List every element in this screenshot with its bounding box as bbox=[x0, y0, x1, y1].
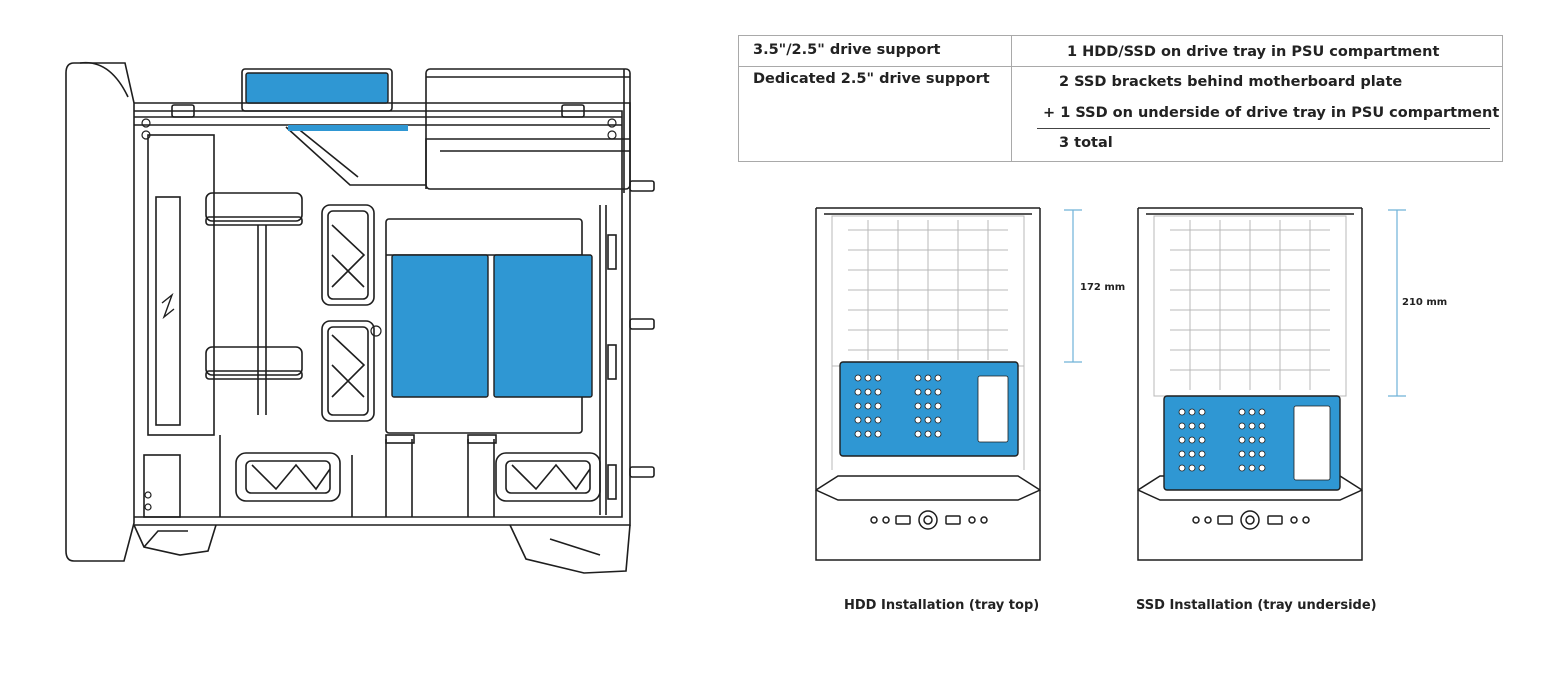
ssd-dimension-line bbox=[1388, 209, 1406, 397]
row-value-ssd-brackets: 2 SSD brackets behind motherboard plate bbox=[1059, 74, 1403, 90]
total-sum-line bbox=[1037, 128, 1490, 129]
pc-case-side-view-icon bbox=[65, 61, 655, 574]
row-label-drive-support: 3.5"/2.5" drive support bbox=[753, 42, 941, 58]
hdd-caption: HDD Installation (tray top) bbox=[844, 598, 1040, 613]
row-value-ssd-underside: + 1 SSD on underside of drive tray in PS… bbox=[1043, 105, 1500, 121]
pc-case-front-ssd-tray-icon bbox=[1137, 207, 1363, 561]
drive-support-table: 3.5"/2.5" drive support 1 HDD/SSD on dri… bbox=[738, 35, 1503, 162]
ssd-caption: SSD Installation (tray underside) bbox=[1136, 598, 1377, 613]
hdd-dimension-line bbox=[1064, 209, 1082, 363]
row-value-total: 3 total bbox=[1059, 135, 1113, 151]
ssd-dimension-label: 210 mm bbox=[1402, 297, 1448, 308]
pc-case-front-hdd-tray-icon bbox=[815, 207, 1041, 561]
row-label-dedicated-support: Dedicated 2.5" drive support bbox=[753, 71, 990, 87]
hdd-dimension-label: 172 mm bbox=[1080, 282, 1126, 293]
table-column-divider bbox=[1011, 36, 1012, 161]
row-value-drive-support: 1 HDD/SSD on drive tray in PSU compartme… bbox=[1067, 44, 1440, 60]
table-row-divider bbox=[739, 66, 1502, 67]
